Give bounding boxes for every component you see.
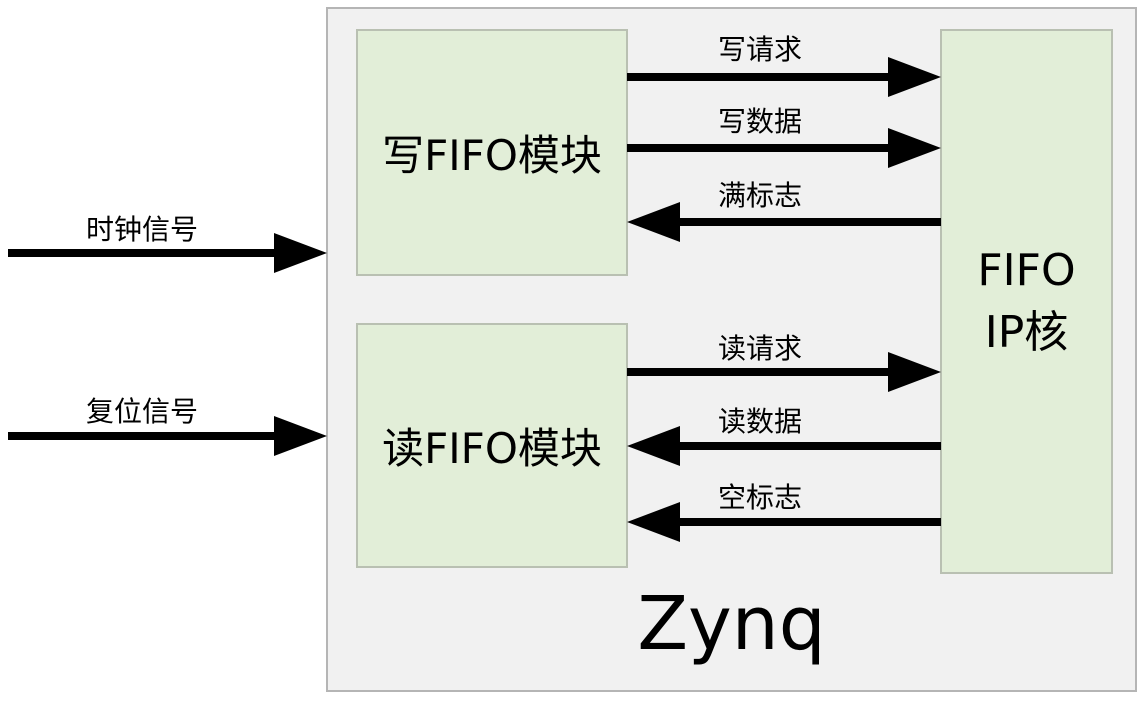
- fifo-ip-core-label: FIFO IP核: [977, 240, 1075, 364]
- read-data-arrow-shaft: [679, 442, 941, 450]
- reset-signal-label: 复位信号: [85, 395, 198, 428]
- read-request-arrow-shaft: [627, 368, 889, 376]
- read-fifo-label: 读FIFO模块: [382, 424, 602, 473]
- fifo-ip-label-line2: IP核: [984, 306, 1069, 358]
- zynq-label: Zynq: [637, 581, 826, 667]
- arrow-right-icon: [888, 128, 941, 168]
- write-request-arrow-shaft: [627, 73, 889, 81]
- fifo-ip-core-block: FIFO IP核: [940, 29, 1113, 574]
- arrow-left-icon: [627, 426, 680, 466]
- full-flag-arrow-shaft: [679, 218, 941, 226]
- write-data-label: 写数据: [717, 105, 802, 138]
- write-data-arrow-shaft: [627, 144, 889, 152]
- clock-signal-label: 时钟信号: [85, 213, 198, 246]
- read-request-label: 读请求: [717, 332, 802, 365]
- empty-flag-arrow-shaft: [679, 518, 941, 526]
- arrow-right-icon: [888, 57, 941, 97]
- arrow-left-icon: [627, 502, 680, 542]
- write-request-label: 写请求: [717, 33, 802, 66]
- arrow-right-icon: [888, 352, 941, 392]
- write-fifo-block: 写FIFO模块: [356, 29, 628, 276]
- empty-flag-label: 空标志: [717, 481, 802, 514]
- reset-signal-arrow-shaft: [8, 432, 275, 440]
- fifo-ip-label-line1: FIFO: [977, 244, 1076, 296]
- arrow-left-icon: [627, 202, 680, 242]
- write-fifo-label: 写FIFO模块: [382, 131, 602, 180]
- read-fifo-block: 读FIFO模块: [356, 323, 628, 568]
- full-flag-label: 满标志: [717, 179, 802, 212]
- arrow-right-icon: [274, 416, 327, 456]
- read-data-label: 读数据: [717, 405, 802, 438]
- clock-signal-arrow-shaft: [8, 249, 275, 257]
- arrow-right-icon: [274, 233, 327, 273]
